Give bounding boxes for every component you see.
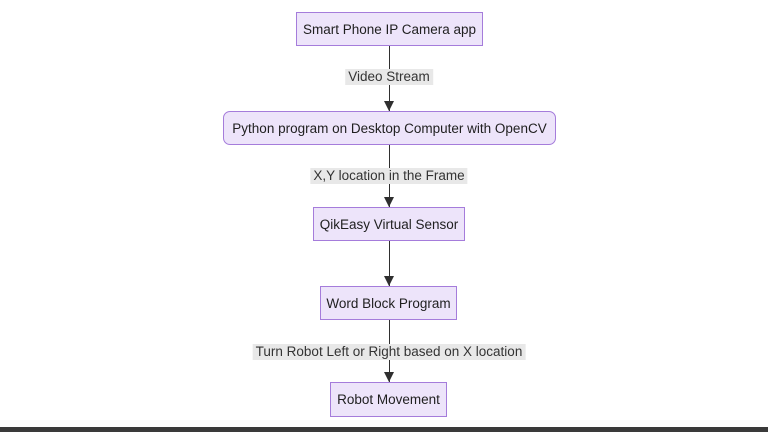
node-robot-movement: Robot Movement — [330, 382, 447, 417]
edge-label-video-stream: Video Stream — [345, 69, 433, 85]
edge-line-3 — [388, 240, 390, 286]
node-qikeasy-virtual-sensor: QikEasy Virtual Sensor — [313, 207, 465, 241]
letterbox-bottom-bar — [0, 427, 768, 432]
edge-label-xy-location-in-frame: X,Y location in the Frame — [310, 168, 468, 184]
arrowhead-down-icon — [383, 372, 394, 382]
arrowhead-down-icon — [383, 101, 394, 111]
node-word-block-program: Word Block Program — [320, 286, 457, 320]
edge-label-turn-robot-left-right: Turn Robot Left or Right based on X loca… — [252, 344, 526, 360]
arrowhead-down-icon — [383, 276, 394, 286]
node-smart-phone-camera-app: Smart Phone IP Camera app — [296, 12, 483, 46]
arrowhead-down-icon — [383, 197, 394, 207]
node-python-program-opencv: Python program on Desktop Computer with … — [223, 111, 556, 145]
